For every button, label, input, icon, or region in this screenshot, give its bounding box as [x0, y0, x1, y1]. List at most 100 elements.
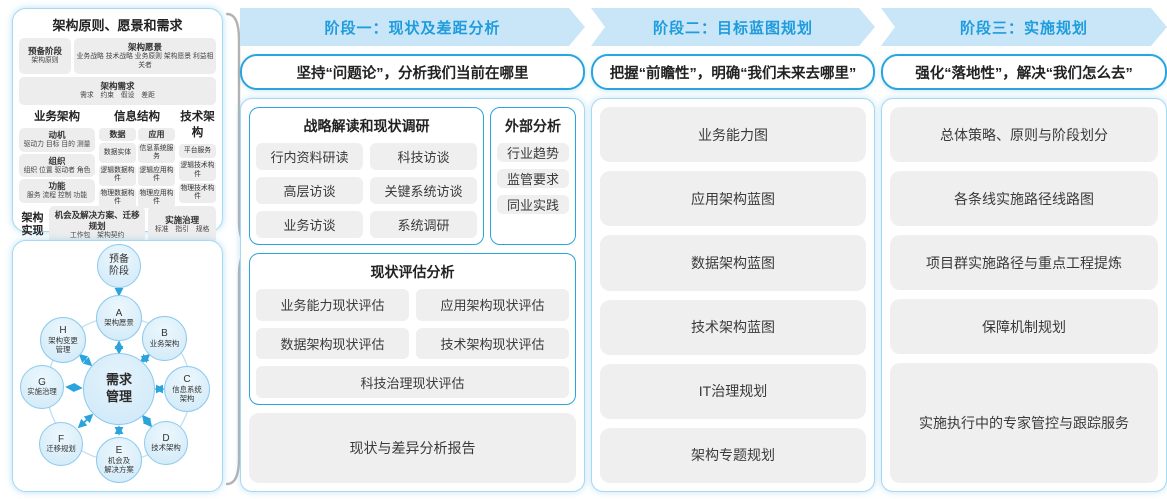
arrow-center-g	[65, 382, 83, 393]
node-d-letter: D	[162, 432, 170, 444]
external-stack: 行业趋势 监管要求 同业实践	[497, 143, 569, 238]
assessment-box: 现状评估分析 业务能力现状评估 应用架构现状评估 数据架构现状评估 技术架构现状…	[249, 253, 576, 405]
architecture-columns: 业务架构 动机 驱动力 目标 目的 测量 组织 组织 位置 驱动者 角色 功能 …	[19, 108, 216, 208]
adm-cycle-panel: 预备 阶段 A 架构愿景 H 架构变更 管理 B 业务架构 G 实施治理 C 信…	[12, 240, 223, 492]
phase3-stack: 总体策略、原则与阶段划分 各条线实施路径线路图 项目群实施路径与重点工程提炼 保…	[890, 107, 1158, 483]
adm-node-f: F 迁移规划	[39, 422, 83, 466]
adm-node-d: D 技术架构	[144, 421, 188, 465]
external-item: 同业实践	[497, 195, 569, 214]
adm-node-g: G 实施治理	[20, 365, 64, 409]
center-line1: 需求	[105, 372, 132, 388]
survey-item: 关键系统访谈	[370, 177, 477, 204]
node-d-label: 技术架构	[151, 443, 181, 453]
phase3-item: 总体策略、原则与阶段划分	[890, 107, 1158, 163]
node-e-letter: E	[115, 445, 123, 457]
organization-box: 组织 组织 位置 驱动者 角色	[19, 153, 95, 178]
external-title: 外部分析	[505, 118, 561, 134]
arrow-center-d	[141, 414, 153, 428]
data-subcolumn: 数据 数据实体 逻辑数据构件 物理数据构件	[99, 128, 136, 208]
node-f-label: 迁移规划	[46, 444, 76, 454]
node-b-label: 业务架构	[149, 338, 180, 348]
requirements-box: 架构需求 需求 约束 假设 差距	[19, 77, 216, 105]
phase2-band: 阶段二：目标蓝图规划	[591, 8, 875, 46]
survey-item: 业务访谈	[256, 211, 363, 238]
survey-item: 系统调研	[370, 211, 477, 238]
prep-vision-row: 预备阶段 架构原则 架构愿景 业务战略 技术战略 业务原则 架构愿景 利益相关者	[19, 38, 216, 74]
assessment-item: 数据架构现状评估	[256, 327, 409, 360]
assessment-item: 技术架构现状评估	[416, 327, 569, 360]
realization-label: 架构实现	[21, 212, 44, 237]
assessment-item: 应用架构现状评估	[416, 289, 569, 321]
data-header: 数据	[99, 128, 136, 141]
node-e-label2: 解决方案	[104, 464, 134, 474]
opportunities-title: 机会及解决方案、迁移规划	[54, 209, 140, 231]
phase2-subtitle: 把握“前瞻性”，明确“我们未来去哪里”	[591, 54, 875, 90]
node-h-letter: H	[59, 325, 67, 337]
architecture-realization-row: 架构实现 机会及解决方案、迁移规划 工作包 架构契约 实施治理 标准 指引 规格	[19, 206, 216, 244]
organization-title: 组织	[48, 155, 66, 166]
business-architecture-column: 业务架构 动机 驱动力 目标 目的 测量 组织 组织 位置 驱动者 角色 功能 …	[19, 108, 95, 204]
survey-item: 高层访谈	[256, 177, 363, 204]
physical-app-box: 物理应用构件	[138, 187, 175, 208]
survey-box: 战略解读和现状调研 行内资料研读 科技访谈 高层访谈 关键系统访谈 业务访谈 系…	[249, 107, 484, 245]
center-line2: 管理	[105, 389, 132, 404]
technology-architecture-header: 技术架构	[180, 111, 215, 139]
phase1-band: 阶段一：现状及差距分析	[240, 8, 585, 46]
governance-sub: 标准 指引 规格	[154, 226, 210, 234]
adm-node-e: E 机会及 解决方案	[96, 437, 142, 483]
information-subcolumns: 数据 数据实体 逻辑数据构件 物理数据构件 应用 信息系统服务 逻辑应用构件 物…	[99, 128, 175, 208]
node-c-label: 信息系统	[172, 384, 202, 394]
survey-title: 战略解读和现状调研	[303, 118, 430, 134]
node-e-label: 机会及	[107, 455, 131, 465]
node-f-letter: F	[57, 433, 65, 445]
node-g-letter: G	[38, 376, 46, 388]
adm-node-h: H 架构变更 管理	[40, 317, 86, 363]
motivation-sub: 驱动力 目标 目的 测量	[23, 141, 91, 149]
node-a-label: 架构愿景	[104, 318, 134, 328]
node-g-label: 实施治理	[27, 387, 57, 397]
motivation-title: 动机	[48, 130, 66, 141]
phase2-item: 数据架构蓝图	[600, 235, 866, 291]
information-structure-header: 信息结构	[114, 111, 160, 123]
phase3-item: 保障机制规划	[890, 299, 1158, 355]
prep-stage-title: 预备阶段	[27, 46, 62, 57]
opportunities-sub: 工作包 架构契约	[69, 231, 125, 239]
function-box: 功能 服务 流程 控制 功能	[19, 179, 95, 204]
phase3-item: 实施执行中的专家管控与跟踪服务	[890, 363, 1158, 483]
implementation-governance-box: 实施治理 标准 指引 规格	[148, 206, 216, 244]
physical-tech-box: 物理技术构件	[179, 182, 216, 203]
node-c-letter: C	[183, 374, 191, 386]
governance-title: 实施治理	[165, 215, 200, 226]
phase2-item: 应用架构蓝图	[600, 171, 866, 227]
phase2-stack: 业务能力图 应用架构蓝图 数据架构蓝图 技术架构蓝图 IT治理规划 架构专题规划	[600, 107, 866, 484]
assessment-item: 科技治理现状评估	[256, 366, 569, 398]
phases-area: 阶段一：现状及差距分析 阶段二：目标蓝图规划 阶段三：实施规划 坚持“问题论”，…	[240, 8, 1167, 492]
gap-report-box: 现状与差异分析报告	[249, 413, 576, 483]
information-structure-column: 信息结构 数据 数据实体 逻辑数据构件 物理数据构件 应用 信息系统服务 逻辑应…	[99, 108, 175, 208]
phase3-item: 各条线实施路径线路图	[890, 171, 1158, 227]
prep-stage-sub: 架构原则	[31, 57, 59, 65]
phase3-band: 阶段三：实施规划	[881, 8, 1167, 46]
node-h-label: 架构变更	[48, 335, 78, 345]
assessment-title: 现状评估分析	[370, 264, 455, 280]
node-c-label2: 架构	[179, 393, 195, 403]
node-b-letter: B	[161, 328, 168, 340]
data-entity-box: 数据实体	[99, 143, 136, 164]
prep-line2: 阶段	[109, 266, 129, 277]
application-subcolumn: 应用 信息系统服务 逻辑应用构件 物理应用构件	[138, 128, 175, 208]
phase2-item: 技术架构蓝图	[600, 299, 866, 355]
adm-node-a: A 架构愿景	[96, 295, 142, 341]
prep-stage-box: 预备阶段 架构原则	[19, 38, 71, 74]
phase1-top-row: 战略解读和现状调研 行内资料研读 科技访谈 高层访谈 关键系统访谈 业务访谈 系…	[249, 107, 576, 245]
arrow-center-h	[78, 353, 93, 367]
adm-node-c: C 信息系统 架构	[164, 366, 210, 412]
phase3-subtitle: 强化“落地性”，解决“我们怎么去”	[881, 54, 1167, 90]
phase2-item: IT治理规划	[600, 363, 866, 419]
phase1-subtitle: 坚持“问题论”，分析我们当前在哪里	[240, 54, 585, 90]
architecture-principles-panel: 架构原则、愿景和需求 预备阶段 架构原则 架构愿景 业务战略 技术战略 业务原则…	[12, 8, 223, 244]
physical-data-box: 物理数据构件	[99, 187, 136, 208]
arrow-center-f	[77, 413, 94, 429]
logical-app-box: 逻辑应用构件	[138, 165, 175, 186]
prep-line1: 预备	[109, 253, 129, 265]
phase2-item: 业务能力图	[600, 107, 866, 163]
